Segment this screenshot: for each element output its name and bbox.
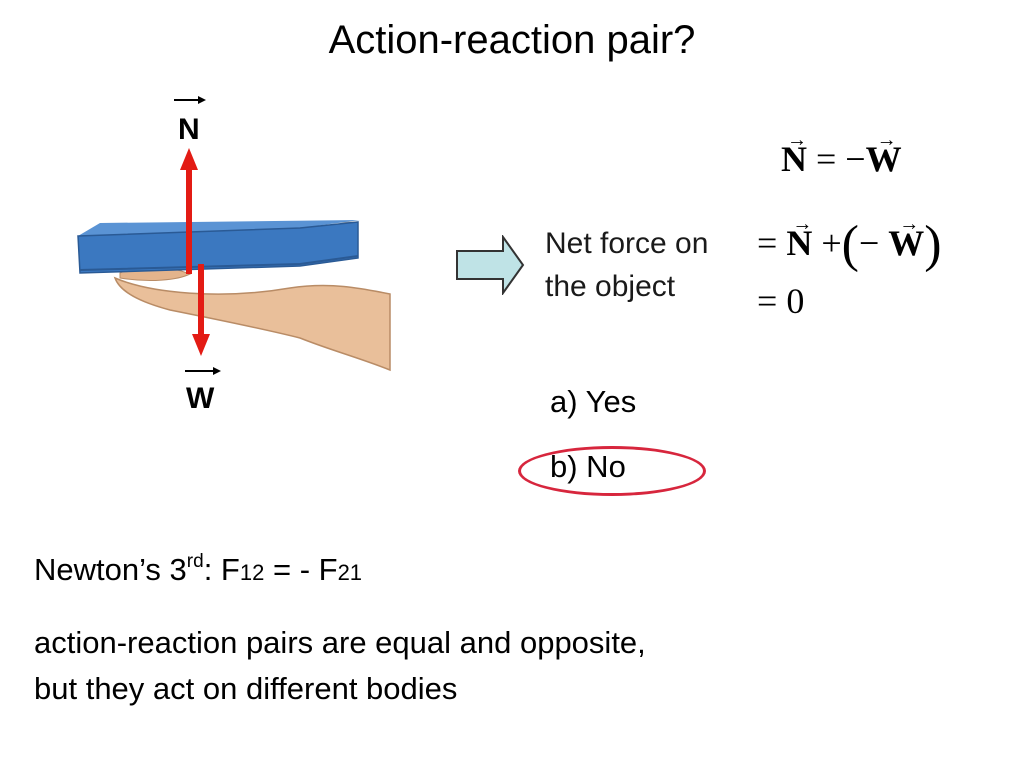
equation-net-force-sum: = →N +(− →W) bbox=[757, 213, 942, 273]
newton-superscript: rd bbox=[186, 551, 204, 572]
book-cover bbox=[77, 221, 359, 274]
weight-force-label: W bbox=[186, 382, 215, 415]
book-hand-illustration bbox=[77, 96, 391, 375]
newton-equals: = - F bbox=[264, 552, 338, 587]
newton-subscript-12: 12 bbox=[239, 560, 265, 585]
explanation-line1: action-reaction pairs are equal and oppo… bbox=[34, 625, 646, 660]
normal-force-label: N bbox=[178, 113, 200, 146]
right-arrow-icon bbox=[455, 233, 525, 297]
book-on-hand-figure: N W bbox=[60, 88, 410, 418]
equation-equals-zero: = 0 bbox=[757, 281, 805, 321]
newton-f12-label: : F bbox=[203, 552, 240, 587]
equation-block: →N = −→W = →N +(− →W) = 0 bbox=[755, 120, 985, 340]
answer-highlight-circle bbox=[518, 446, 706, 496]
explanation-line2: but they act on different bodies bbox=[34, 671, 458, 706]
hand-shape bbox=[113, 276, 391, 372]
weight-force-arrowhead bbox=[192, 334, 210, 356]
net-force-label: Net force on the object bbox=[545, 222, 708, 308]
newton-third-law: Newton’s 3rd: F12 = - F21 bbox=[34, 543, 362, 592]
option-a-yes[interactable]: a) Yes bbox=[550, 384, 637, 419]
slide-title: Action-reaction pair? bbox=[328, 18, 696, 62]
normal-force-arrowhead bbox=[180, 148, 198, 170]
newton-subscript-21: 21 bbox=[337, 560, 363, 585]
net-force-line2: the object bbox=[545, 270, 676, 303]
net-force-line1: Net force on bbox=[545, 227, 709, 260]
equation-n-equals-minus-w: →N = −→W bbox=[781, 129, 902, 179]
book-cover-top bbox=[78, 220, 360, 236]
newton-prefix: Newton’s 3 bbox=[34, 552, 187, 587]
explanation-text: action-reaction pairs are equal and oppo… bbox=[34, 620, 994, 712]
